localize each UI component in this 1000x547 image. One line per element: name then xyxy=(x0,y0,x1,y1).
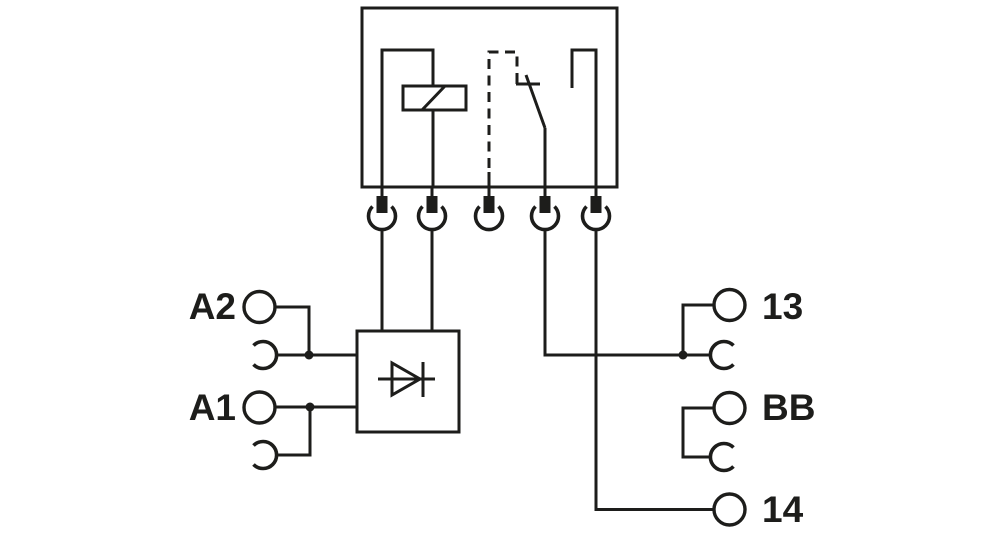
pin-contact-icon xyxy=(426,196,438,213)
plug-pin-1 xyxy=(366,187,398,232)
plug-pin-5 xyxy=(580,187,612,232)
plug-pin-2 xyxy=(416,187,448,232)
diode-triangle xyxy=(390,360,424,398)
terminal-13-socket-icon xyxy=(708,339,735,371)
wiring xyxy=(380,229,714,511)
pin-contact-icon xyxy=(483,196,495,213)
pin-contact-icon xyxy=(376,196,388,213)
terminal-a2: A2 xyxy=(189,286,314,371)
terminal-13-screw-circle xyxy=(712,287,747,323)
terminal-a2-label: A2 xyxy=(189,286,236,327)
wire-bb-jumper xyxy=(681,406,714,459)
wire-a2-circle-to-junction xyxy=(275,305,311,355)
contact-blade-icon xyxy=(524,74,547,129)
plug-pin-4 xyxy=(529,187,561,232)
terminal-14-label: 14 xyxy=(762,489,804,530)
terminal-a1: A1 xyxy=(189,387,315,471)
coil-feed-wire xyxy=(380,48,435,187)
terminal-bb: BB xyxy=(681,387,815,473)
plug-pin-row xyxy=(366,187,612,232)
terminal-a2-screw-circle xyxy=(242,289,277,325)
terminal-13: 13 xyxy=(678,286,803,371)
junction-dot-13 xyxy=(678,350,688,360)
terminal-14: 14 xyxy=(712,489,804,530)
terminal-13-label: 13 xyxy=(762,286,803,327)
terminal-a1-label: A1 xyxy=(189,387,236,428)
junction-dot-a2 xyxy=(304,350,314,360)
terminal-14-screw-circle xyxy=(712,492,747,527)
relay-contact xyxy=(515,48,598,187)
wire-13-circle-to-junction xyxy=(681,303,714,355)
terminal-a2-socket-icon xyxy=(252,339,279,371)
pin-contact-icon xyxy=(590,196,602,213)
terminal-bb-socket-icon xyxy=(708,441,735,473)
mechanical-link-dashed-line xyxy=(487,50,519,168)
relay-module-symbol xyxy=(360,6,619,189)
mechanical-link xyxy=(487,50,519,187)
terminal-bb-screw-circle xyxy=(712,390,747,426)
wire-pin4-to-terminal-13 xyxy=(543,229,683,357)
plug-pin-3 xyxy=(473,187,505,232)
suppressor-diode-module xyxy=(309,329,461,434)
terminal-a1-screw-circle xyxy=(242,390,277,425)
contact-no-terminal-hook xyxy=(570,48,598,187)
pin-contact-icon xyxy=(539,196,551,213)
wire-pin5-to-terminal-14 xyxy=(594,229,714,511)
wire-a1-socket-to-junction xyxy=(276,407,312,457)
junction-dot-a1 xyxy=(305,402,315,412)
terminal-bb-label: BB xyxy=(762,387,815,428)
relay-coil-branch xyxy=(380,48,468,187)
diode-module-box xyxy=(355,329,461,434)
terminal-a1-socket-icon xyxy=(252,439,279,471)
socket-cup-icon xyxy=(473,205,505,232)
diode-icon xyxy=(378,360,435,398)
coil-diagonal-stroke xyxy=(420,84,447,112)
